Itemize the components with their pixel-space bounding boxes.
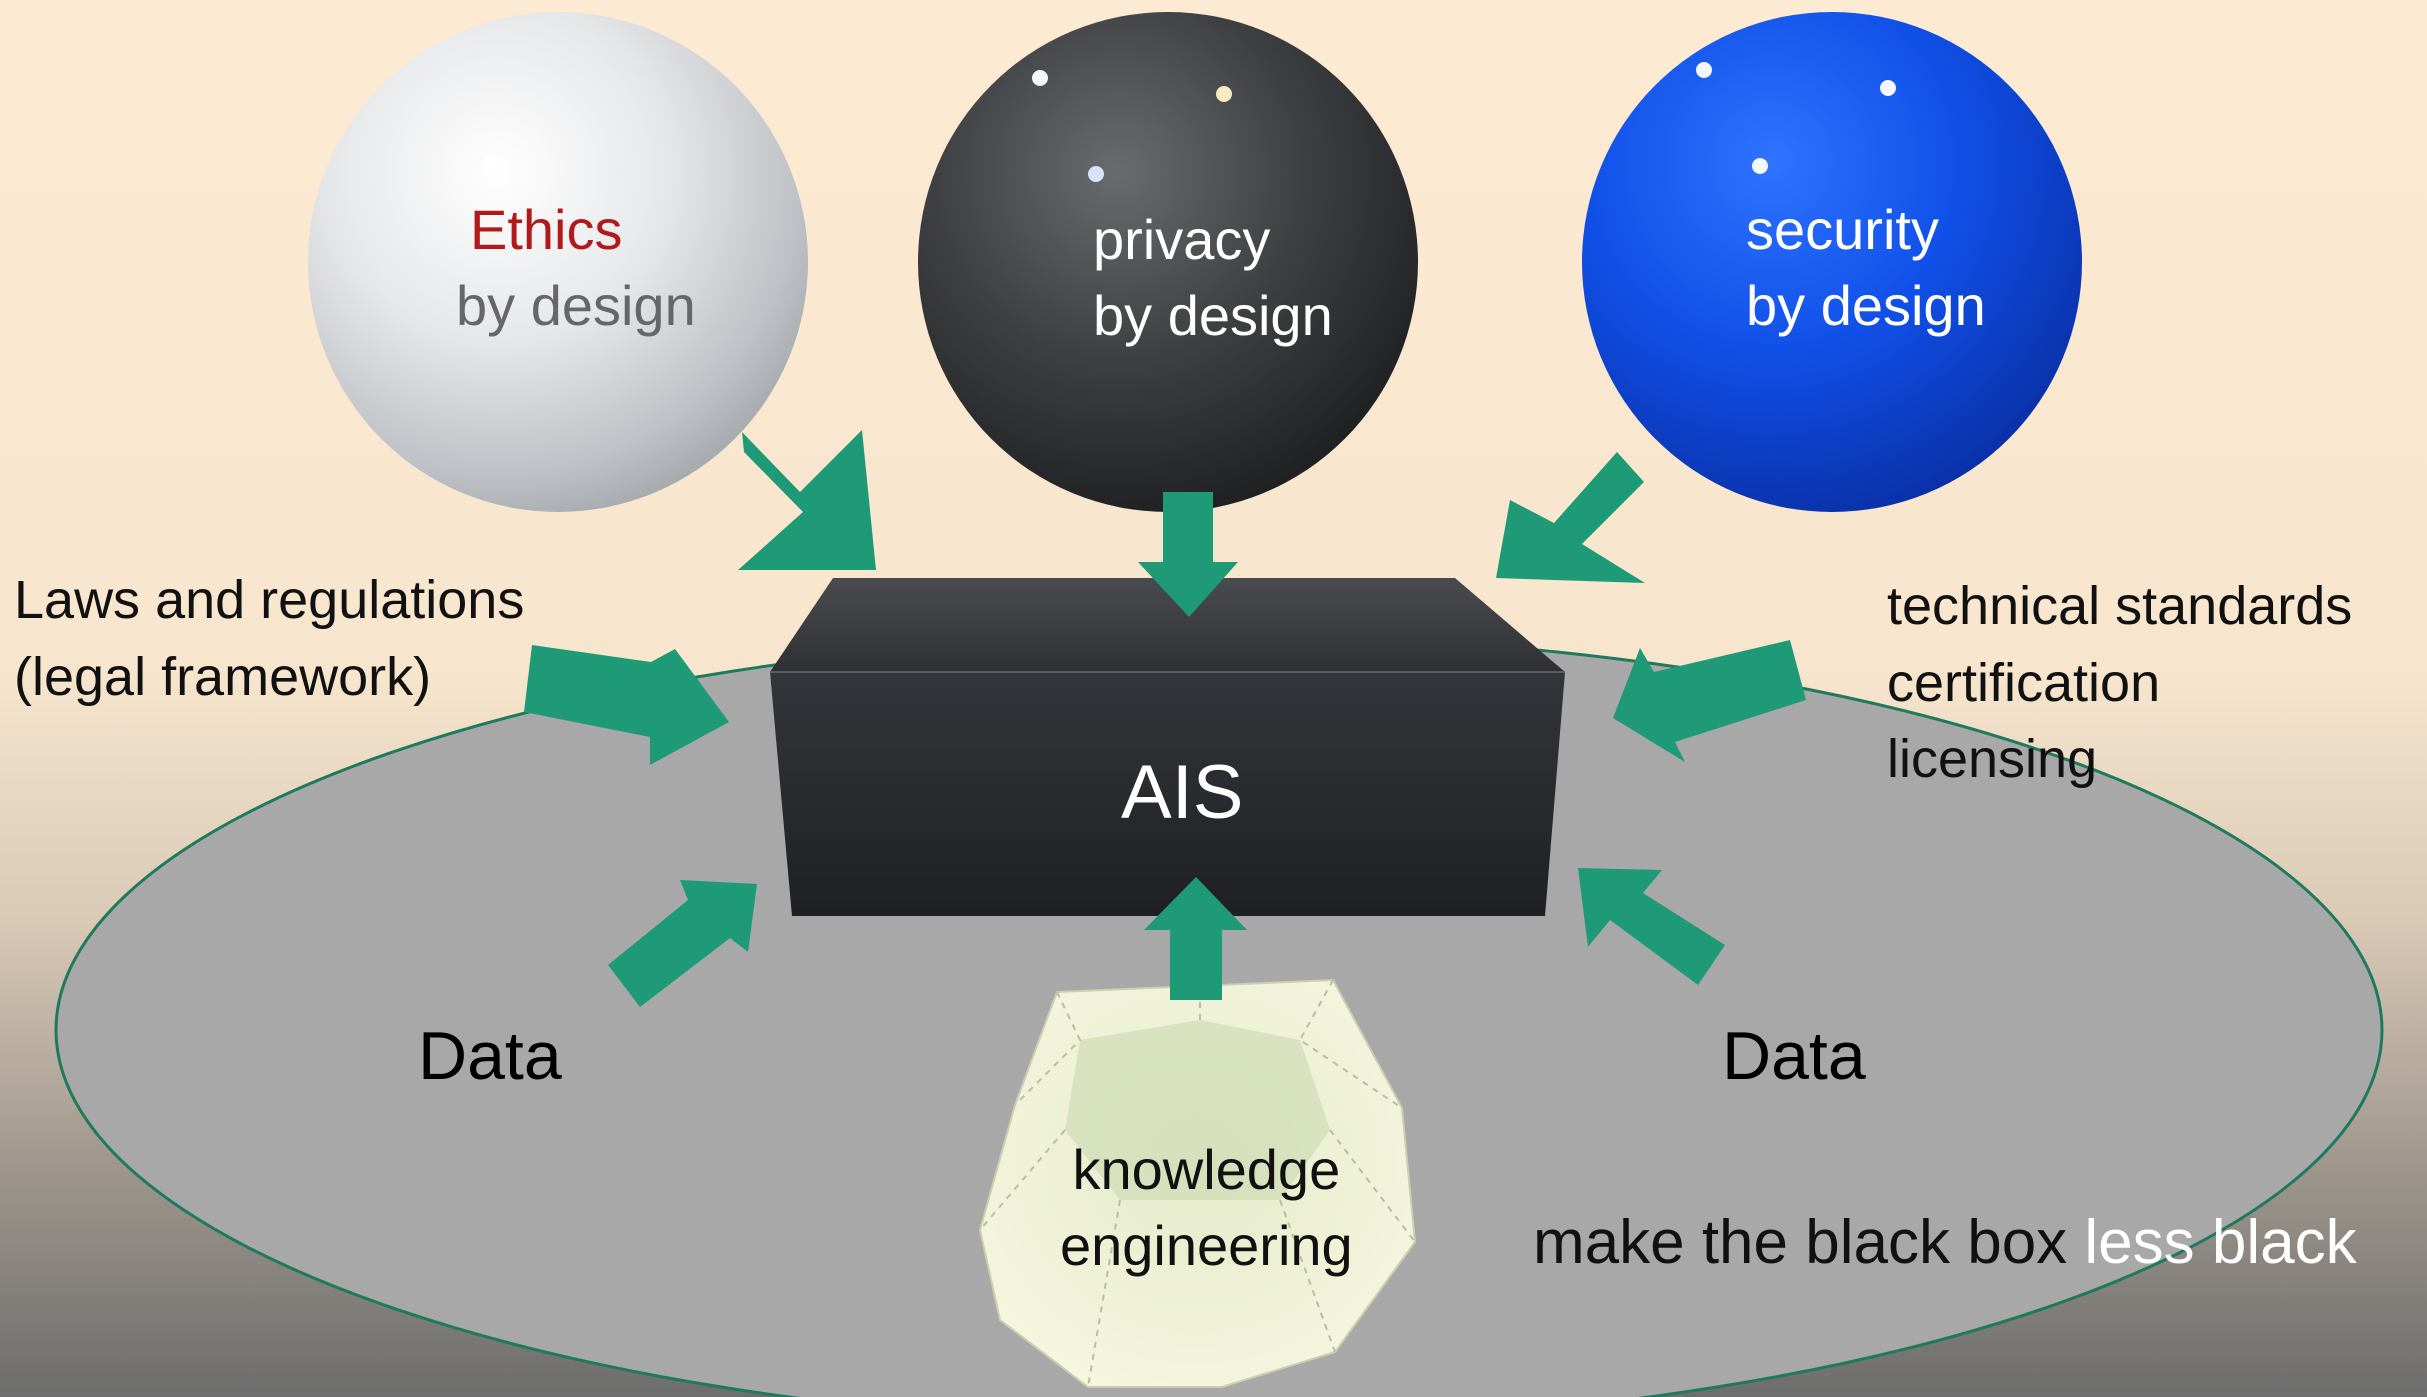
security-sphere <box>1582 12 2082 512</box>
knowledge-line1: knowledge <box>1072 1138 1341 1201</box>
privacy-sphere <box>918 12 1418 512</box>
tagline: make the black box less black <box>1533 1212 2357 1274</box>
ais-label: AIS <box>1121 750 1244 835</box>
arrow-data-left <box>608 880 757 1007</box>
data-left-label: Data <box>418 1018 562 1094</box>
laws-line2: (legal framework) <box>14 646 432 707</box>
ethics-line2: by design <box>456 274 696 337</box>
arrow-knowledge <box>1144 877 1247 1000</box>
laws-line1: Laws and regulations <box>14 570 525 630</box>
standards-line2: certification <box>1887 652 2161 713</box>
standards-line3: licensing <box>1887 729 2098 790</box>
knowledge-label: knowledge engineering <box>1060 1132 1353 1284</box>
ethics-line1: Ethics <box>470 198 623 261</box>
laws-label: Laws and regulations (legal framework) <box>14 562 524 715</box>
arrow-ethics <box>738 430 876 570</box>
privacy-label: privacy by design <box>1093 212 1333 344</box>
knowledge-line2: engineering <box>1060 1214 1353 1278</box>
standards-line1: technical standards <box>1887 576 2353 636</box>
arrow-privacy <box>1138 492 1238 617</box>
tagline-part1: make the black box <box>1533 1208 2085 1277</box>
security-label: security by design <box>1746 202 1986 334</box>
arrows <box>524 430 1806 1007</box>
arrow-security <box>1496 452 1645 583</box>
arrow-data-right <box>1578 868 1725 985</box>
data-right-label: Data <box>1722 1018 1866 1094</box>
security-line2: by design <box>1746 274 1986 337</box>
security-line1: security <box>1746 198 1939 261</box>
tagline-part2: less black <box>2084 1208 2357 1277</box>
knowledge-polyhedron <box>978 960 1417 1388</box>
privacy-line1: privacy <box>1093 208 1271 271</box>
ais-box <box>770 578 1565 916</box>
privacy-line2: by design <box>1093 284 1333 347</box>
ethics-sphere <box>308 12 808 512</box>
standards-label: technical standards certification licens… <box>1887 568 2352 798</box>
ethics-label: Ethics by design <box>456 198 696 334</box>
arrow-standards <box>1613 640 1806 762</box>
arrow-laws <box>524 645 729 765</box>
